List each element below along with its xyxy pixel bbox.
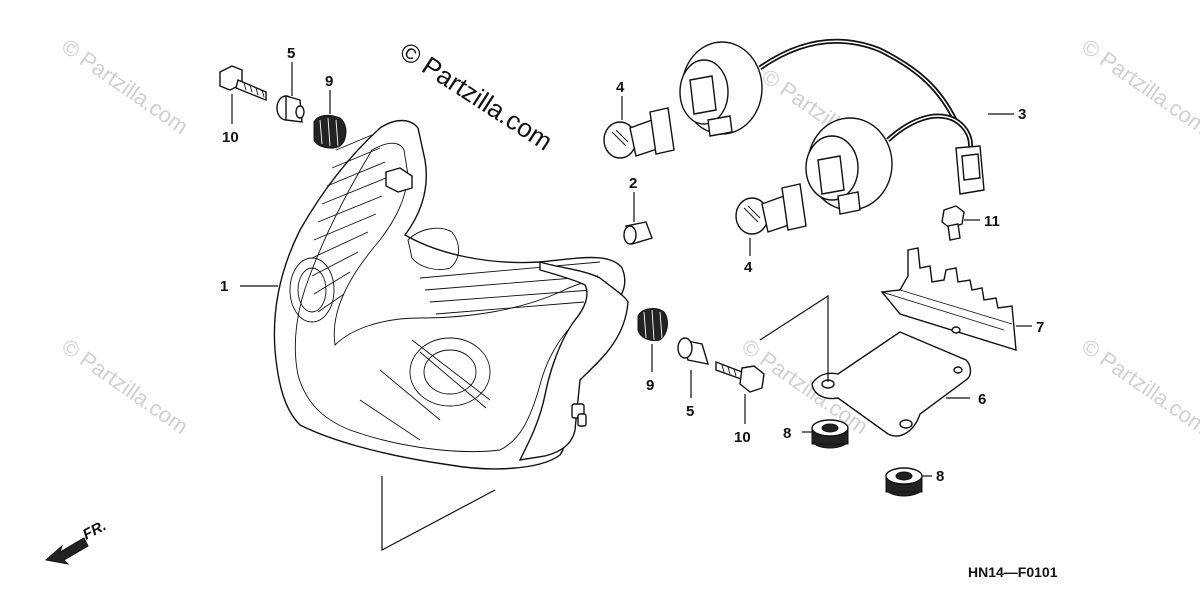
- callout-11: 11: [984, 213, 1000, 230]
- watermark-top-left: © Partzilla.com: [57, 34, 193, 140]
- bolt-10-lower: [715, 360, 765, 393]
- callout-10-lower: 10: [734, 429, 751, 446]
- callout-8-right: 8: [936, 468, 944, 485]
- rubber-8-left: [811, 419, 849, 449]
- callout-2: 2: [629, 175, 637, 192]
- callout-8-left: 8: [783, 425, 791, 442]
- collar-2: [623, 221, 653, 245]
- callout-5-lower: 5: [686, 403, 694, 420]
- headlight-assembly: [273, 119, 629, 551]
- socket-harness-3: [679, 38, 985, 215]
- callout-labels: 1 2 3 4 4 5 5 6 7 8 8 9 9 10 10 11: [220, 45, 1044, 485]
- callout-1: 1: [220, 278, 228, 295]
- bulb-4-lower: [735, 183, 807, 235]
- watermark-mid-right: © Partzilla.com: [1077, 334, 1200, 440]
- collar-5-upper: [276, 95, 305, 123]
- bolt-10-upper: [219, 65, 267, 102]
- callout-9-upper: 9: [325, 73, 333, 90]
- diagram-code: HN14—F0101: [968, 564, 1058, 580]
- watermark-top-right: © Partzilla.com: [1077, 34, 1200, 140]
- stay-6: [811, 331, 972, 437]
- callout-9-lower: 9: [646, 377, 654, 394]
- grommet-9-lower: [637, 308, 668, 341]
- callout-6: 6: [978, 391, 986, 408]
- front-arrow-icon: [44, 537, 89, 565]
- grommet-9-upper: [313, 114, 347, 149]
- callout-7: 7: [1036, 319, 1044, 336]
- stay-7: [880, 247, 1017, 351]
- front-direction-indicator: FR.: [44, 517, 109, 565]
- callout-4-upper: 4: [616, 79, 625, 96]
- callout-3: 3: [1018, 106, 1026, 123]
- callout-5-upper: 5: [287, 45, 295, 62]
- bolt-11: [941, 205, 965, 241]
- leader-lines: [231, 62, 1032, 477]
- collar-5-lower: [677, 337, 710, 365]
- callout-4-lower: 4: [744, 259, 753, 276]
- bulb-4-upper: [603, 107, 675, 159]
- watermark-mid-left: © Partzilla.com: [57, 334, 193, 440]
- callout-10-upper: 10: [222, 129, 239, 146]
- rubber-8-right: [885, 467, 923, 497]
